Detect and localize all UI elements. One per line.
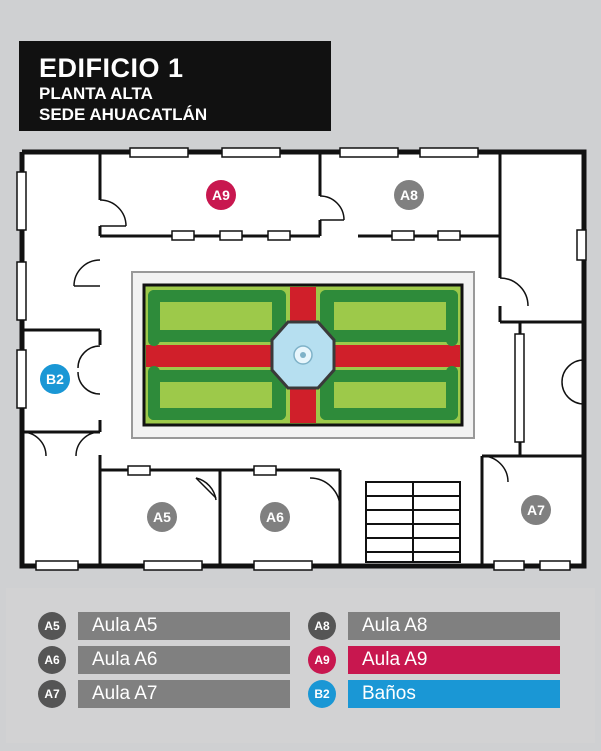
interior-walls — [22, 152, 584, 566]
legend-label: Aula A9 — [348, 646, 560, 674]
legend-label: Aula A8 — [348, 612, 560, 640]
legend-badge: A6 — [38, 646, 66, 674]
garden — [142, 283, 464, 427]
room-badge-a6[interactable]: A6 — [260, 502, 290, 532]
stairs — [365, 481, 461, 563]
legend-badge: A5 — [38, 612, 66, 640]
legend-label: Aula A6 — [78, 646, 290, 674]
legend-badge: A9 — [308, 646, 336, 674]
room-badge-a8[interactable]: A8 — [394, 180, 424, 210]
legend-label: Aula A7 — [78, 680, 290, 708]
legend: A5 Aula A5 A6 Aula A6 A7 Aula A7 A8 Aula… — [6, 588, 595, 743]
legend-label: Baños — [348, 680, 560, 708]
title-floor: PLANTA ALTA — [39, 84, 153, 103]
legend-label: Aula A5 — [78, 612, 290, 640]
title-campus: SEDE AHUACATLÁN — [39, 105, 208, 124]
room-badge-a7[interactable]: A7 — [521, 495, 551, 525]
doors — [21, 195, 585, 509]
legend-badge: B2 — [308, 680, 336, 708]
room-badge-a5[interactable]: A5 — [147, 502, 177, 532]
legend-badge: A7 — [38, 680, 66, 708]
title-box: EDIFICIO 1 PLANTA ALTA SEDE AHUACATLÁN — [19, 41, 331, 131]
windows — [16, 147, 587, 571]
legend-badge: A8 — [308, 612, 336, 640]
room-badge-a9[interactable]: A9 — [206, 180, 236, 210]
title-building: EDIFICIO 1 — [39, 53, 184, 83]
room-badge-b2[interactable]: B2 — [40, 364, 70, 394]
